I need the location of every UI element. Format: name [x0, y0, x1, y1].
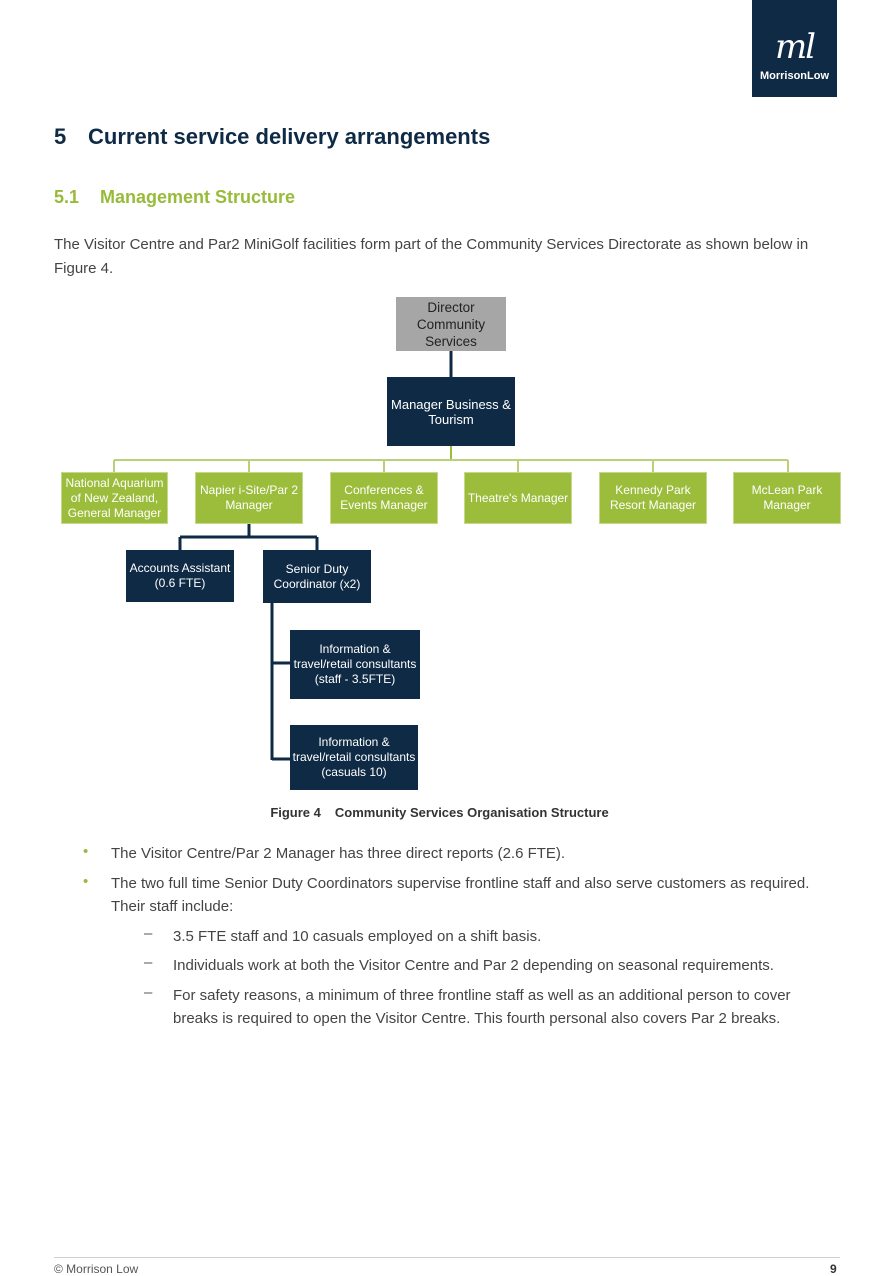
- bullet-marker: •: [83, 843, 89, 860]
- subsection-heading: 5.1 Management Structure: [54, 187, 295, 208]
- org-report-conferences: Conferences & Events Manager: [330, 472, 438, 524]
- org-senior-box: Senior Duty Coordinator (x2): [263, 550, 371, 603]
- org-report-napier: Napier i-Site/Par 2 Manager: [195, 472, 303, 524]
- org-report-theatre: Theatre's Manager: [464, 472, 572, 524]
- section-title: Current service delivery arrangements: [88, 124, 491, 149]
- org-director-box: Director Community Services: [396, 297, 506, 351]
- footer-divider: [54, 1257, 840, 1258]
- org-report-mclean: McLean Park Manager: [733, 472, 841, 524]
- section-number: 5: [54, 124, 67, 149]
- org-report-kennedy: Kennedy Park Resort Manager: [599, 472, 707, 524]
- figure-label: Figure 4: [270, 805, 321, 820]
- org-manager-box: Manager Business & Tourism: [387, 377, 515, 446]
- bullet-marker: •: [83, 873, 89, 890]
- org-accounts-box: Accounts Assistant (0.6 FTE): [126, 550, 234, 602]
- subbullet-marker: –: [144, 925, 153, 942]
- subsection-title: Management Structure: [100, 187, 296, 207]
- org-info-staff-box: Information & travel/retail consultants …: [290, 630, 420, 699]
- org-report-aquarium: National Aquarium of New Zealand, Genera…: [61, 472, 168, 524]
- org-info-casuals-box: Information & travel/retail consultants …: [290, 725, 418, 790]
- bullet-item: The two full time Senior Duty Coordinato…: [111, 875, 810, 915]
- footer-copyright: © Morrison Low: [54, 1262, 139, 1276]
- subbullet-item: Individuals work at both the Visitor Cen…: [173, 957, 774, 974]
- figure-caption: Figure 4 Community Services Organisation …: [0, 805, 879, 820]
- intro-paragraph: The Visitor Centre and Par2 MiniGolf fac…: [54, 236, 809, 277]
- logo-mark: ml: [774, 27, 816, 67]
- subbullet-marker: –: [144, 954, 153, 971]
- figure-title: Community Services Organisation Structur…: [334, 805, 609, 820]
- section-heading: 5 Current service delivery arrangements: [54, 124, 490, 150]
- morrisonlow-logo: ml MorrisonLow: [752, 0, 837, 97]
- bullet-item: The Visitor Centre/Par 2 Manager has thr…: [111, 845, 566, 862]
- page-number: 9: [830, 1262, 837, 1276]
- subbullet-marker: –: [144, 984, 153, 1001]
- logo-name: MorrisonLow: [759, 70, 830, 82]
- subbullet-item: 3.5 FTE staff and 10 casuals employed on…: [173, 928, 542, 945]
- org-chart-connectors: [113, 351, 789, 761]
- subbullet-item: For safety reasons, a minimum of three f…: [173, 987, 791, 1027]
- subsection-number: 5.1: [54, 187, 80, 207]
